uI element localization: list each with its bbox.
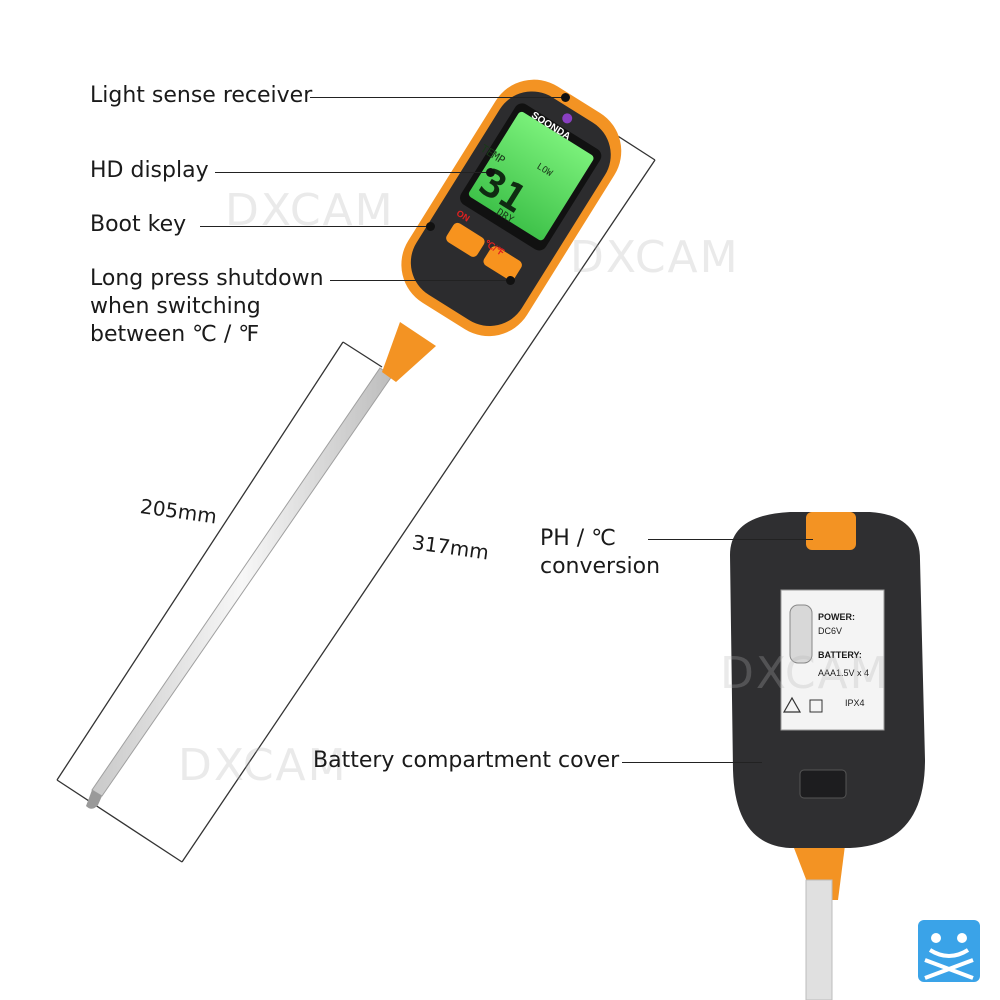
power-value: DC6V [818,626,843,636]
ipx-rating: IPX4 [845,698,865,708]
leader-boot-key [200,226,430,227]
callout-hd-display: HD display [90,158,209,183]
watermark-1: DXCAM [225,185,395,236]
on-key-label: ON [454,208,472,224]
probe-length-dimension [56,341,383,863]
ph-line-1: PH / ℃ [540,526,616,551]
battery-title: BATTERY: [818,650,862,660]
front-probe [86,322,436,809]
brand-label: SOONDA [529,110,573,143]
unit-key-label: ℃/℉ [482,238,506,258]
leader-dot-light [561,93,570,102]
callout-battery-cover: Battery compartment cover [313,748,620,773]
battery-value: AAA1.5V x 4 [818,668,870,678]
callout-boot-key: Boot key [90,212,187,237]
long-press-line-1: Long press shutdown [90,266,324,291]
long-press-line-2: when switching [90,294,261,319]
front-meter-body [401,79,622,337]
leader-ph [648,539,813,540]
leader-dot-long-press [506,276,515,285]
watermark-4: DXCAM [178,740,348,791]
power-title: POWER: [818,612,855,622]
leader-dot-display [486,168,495,177]
watermark-2: DXCAM [570,232,740,283]
leader-light-sense [310,97,565,98]
leader-dot-boot [426,222,435,231]
leader-battery-cover [622,762,762,763]
lcd-low: LOW [534,162,554,180]
long-press-line-3: between ℃ / ℉ [90,322,260,347]
back-meter [730,512,925,1000]
leader-hd-display [215,172,490,173]
logo-icon [918,920,980,982]
callout-light-sense-receiver: Light sense receiver [90,83,313,108]
leader-long-press [330,280,510,281]
ph-line-2: conversion [540,554,661,579]
watermark-3: DXCAM [720,648,890,699]
